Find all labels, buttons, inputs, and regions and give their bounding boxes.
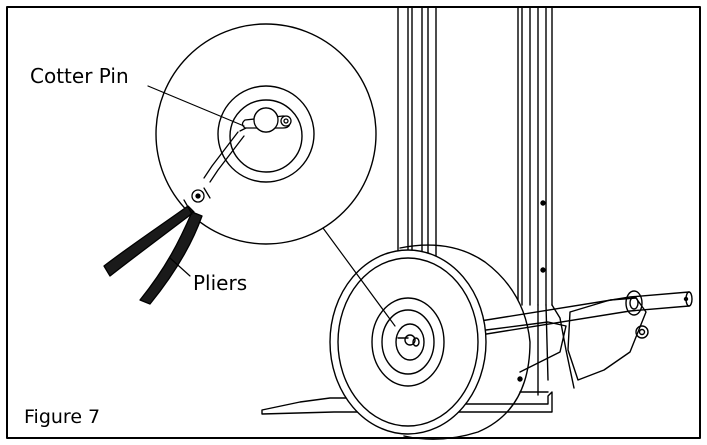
cotter-pin xyxy=(239,107,292,133)
pliers xyxy=(103,131,245,305)
detail-leader-line xyxy=(322,227,396,327)
base-plate xyxy=(261,391,553,415)
axle xyxy=(473,290,693,381)
cotter-pin-leader-line xyxy=(147,85,245,127)
pliers-label: Pliers xyxy=(193,271,248,295)
pliers-leader-line xyxy=(169,257,191,277)
figure-frame xyxy=(6,6,701,439)
installed-wheel xyxy=(329,244,531,440)
upright-frame xyxy=(397,6,575,396)
cotter-pin-label: Cotter Pin xyxy=(30,64,129,88)
figure-caption: Figure 7 xyxy=(24,406,101,428)
